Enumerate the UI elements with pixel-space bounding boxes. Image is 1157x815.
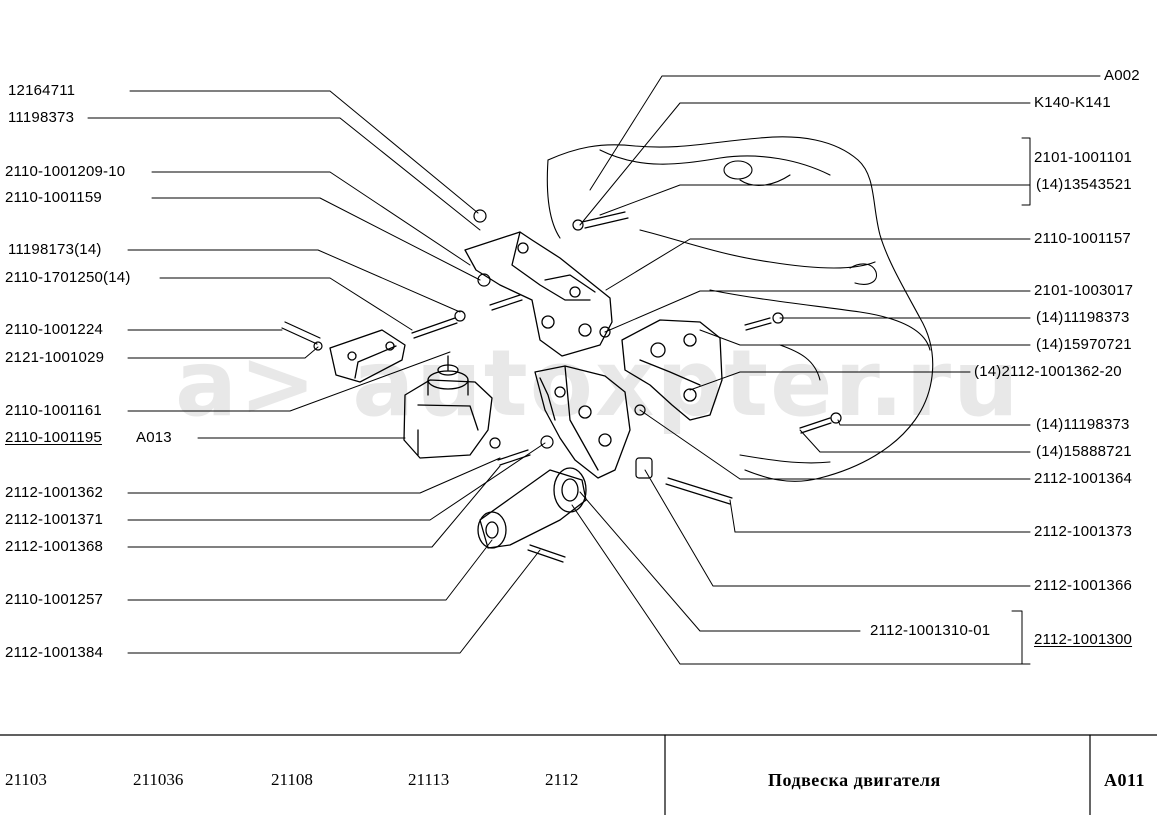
label-2110-1701250-14: 2110-1701250(14) <box>5 269 131 286</box>
label-2110-1001257: 2110-1001257 <box>5 591 104 608</box>
label-2112-1001384: 2112-1001384 <box>5 644 104 661</box>
left-mount <box>403 355 493 459</box>
small-bracket <box>329 329 406 383</box>
upper-bracket <box>464 231 613 357</box>
label-2121-1001029: 2121-1001029 <box>5 349 105 366</box>
label-k140-k141: K140-K141 <box>1034 94 1111 111</box>
label-2101-1001101: 2101-1001101 <box>1034 149 1133 166</box>
footer-model-3: 21108 <box>271 770 313 789</box>
label-2112-1001310-01: 2112-1001310-01 <box>870 622 991 639</box>
engine-block-outline <box>546 136 934 482</box>
footer-model-5: 2112 <box>545 770 579 789</box>
label-14-11198373-a: (14)11198373 <box>1036 309 1130 326</box>
label-11198373: 11198373 <box>8 109 75 126</box>
label-2112-1001366: 2112-1001366 <box>1034 577 1133 594</box>
label-2112-1001371: 2112-1001371 <box>5 511 104 528</box>
label-2112-1001364: 2112-1001364 <box>1034 470 1133 487</box>
leader-lines-right <box>571 75 1101 665</box>
label-2110-1001161: 2110-1001161 <box>5 402 102 419</box>
footer-code: A011 <box>1104 770 1146 790</box>
label-14-15970721: (14)15970721 <box>1036 336 1132 353</box>
label-2112-1001368: 2112-1001368 <box>5 538 104 555</box>
bolts <box>281 209 842 563</box>
label-2112-1001362: 2112-1001362 <box>5 484 104 501</box>
label-14-13543521: (14)13543521 <box>1036 176 1132 193</box>
footer-model-4: 21113 <box>408 770 450 789</box>
label-a002: A002 <box>1104 67 1140 84</box>
label-a013: A013 <box>136 429 172 446</box>
label-11198173-14: 11198173(14) <box>8 241 102 258</box>
label-2101-1003017: 2101-1003017 <box>1034 282 1134 299</box>
footer-frame <box>0 734 1157 815</box>
label-2110-1001195: 2110-1001195 <box>5 429 102 446</box>
right-bracket <box>621 319 723 421</box>
label-2110-1001209-10: 2110-1001209-10 <box>5 163 126 180</box>
label-2112-1001300: 2112-1001300 <box>1034 631 1133 648</box>
label-2112-1001373: 2112-1001373 <box>1034 523 1133 540</box>
torque-rod <box>477 467 587 549</box>
label-14-15888721: (14)15888721 <box>1036 443 1132 460</box>
central-bracket <box>534 365 631 479</box>
label-14-11198373-b: (14)11198373 <box>1036 416 1130 433</box>
label-2110-1001157: 2110-1001157 <box>1034 230 1131 247</box>
footer-title: Подвеска двигателя <box>768 770 941 790</box>
label-14-2112-1001362-20: (14)2112-1001362-20 <box>974 363 1122 380</box>
footer-model-1: 21103 <box>5 770 47 789</box>
label-2110-1001159: 2110-1001159 <box>5 189 102 206</box>
label-12164711: 12164711 <box>8 82 76 99</box>
footer-model-2: 211036 <box>133 770 184 789</box>
leader-lines-left <box>87 90 546 654</box>
label-2110-1001224: 2110-1001224 <box>5 321 104 338</box>
